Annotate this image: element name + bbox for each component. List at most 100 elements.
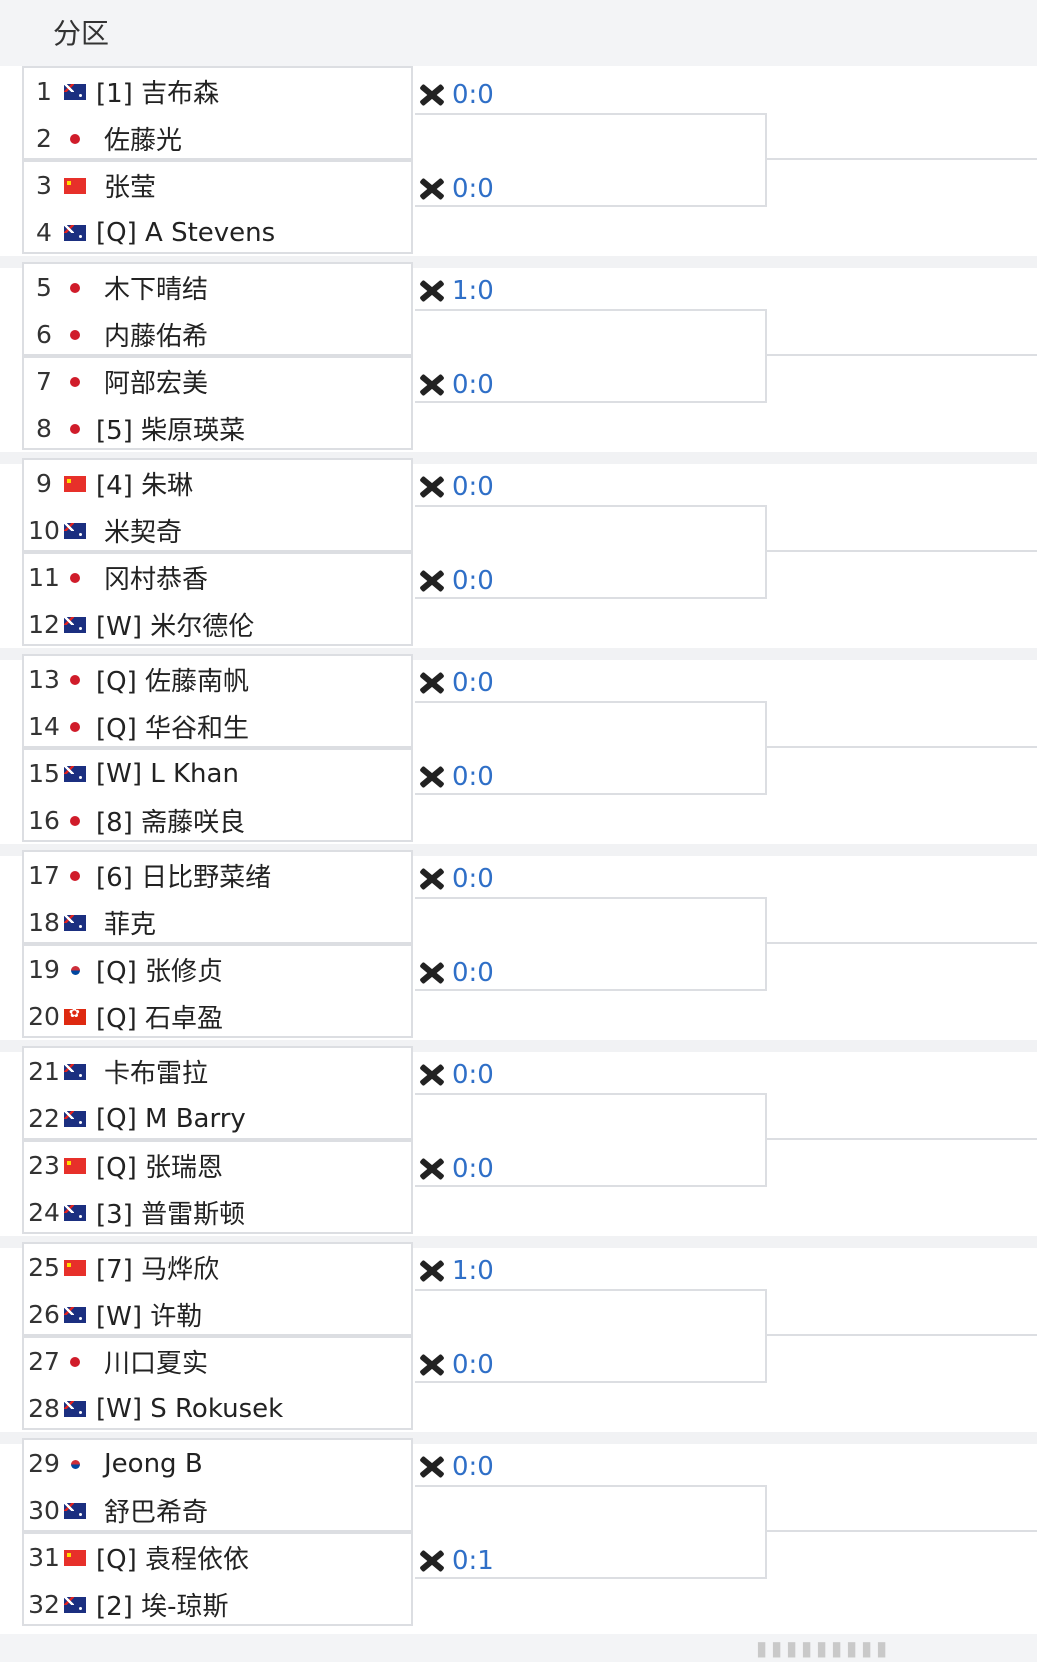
- player-name[interactable]: [6] 日比野菜绪: [96, 863, 272, 893]
- player-row[interactable]: 26[W] 许勒: [24, 1291, 411, 1338]
- player-row[interactable]: 24[3] 普雷斯顿: [24, 1189, 411, 1236]
- player-name[interactable]: [W] 许勒: [96, 1302, 203, 1332]
- player-row[interactable]: 32[2] 埃-琼斯: [24, 1581, 411, 1628]
- player-name[interactable]: [Q] M Barry: [96, 1103, 246, 1134]
- match-score[interactable]: 0:0: [416, 668, 494, 698]
- jp-flag-icon: [64, 812, 86, 829]
- score-text: 1:0: [452, 1256, 494, 1286]
- player-row[interactable]: 20[Q] 石卓盈: [24, 993, 411, 1040]
- match-score[interactable]: 0:0: [416, 1452, 494, 1482]
- match-score[interactable]: 0:0: [416, 80, 494, 110]
- player-name[interactable]: [Q] 佐藤南帆: [96, 667, 250, 697]
- au-flag-icon: [64, 522, 86, 539]
- player-name[interactable]: [7] 马烨欣: [96, 1255, 220, 1285]
- player-row[interactable]: 23[Q] 张瑞恩: [24, 1142, 411, 1189]
- player-row[interactable]: 15 [W] L Khan: [24, 750, 411, 797]
- player-row[interactable]: 4[Q] A Stevens: [24, 209, 411, 256]
- player-name[interactable]: [W] 米尔德伦: [96, 612, 255, 642]
- match-score[interactable]: 0:0: [416, 472, 494, 502]
- player-name[interactable]: [3] 普雷斯顿: [96, 1200, 246, 1230]
- player-name[interactable]: [W] L Khan: [96, 758, 239, 789]
- match-score[interactable]: 0:0: [416, 1154, 494, 1184]
- match-score[interactable]: 0:0: [416, 370, 494, 400]
- player-name[interactable]: 舒巴希奇: [104, 1498, 209, 1528]
- match-score[interactable]: 0:0: [416, 1350, 494, 1380]
- player-row[interactable]: 19[Q] 张修贞: [24, 946, 411, 993]
- match-score[interactable]: 0:0: [416, 864, 494, 894]
- player-row[interactable]: 1[1] 吉布森: [24, 68, 411, 115]
- player-row[interactable]: 16 [8] 斋藤咲良: [24, 797, 411, 844]
- jp-flag-icon: [64, 420, 86, 437]
- crossed-rackets-icon: [416, 277, 446, 305]
- match-score[interactable]: 0:0: [416, 1060, 494, 1090]
- player-name[interactable]: 内藤佑希: [104, 322, 209, 352]
- draw-position: 16: [28, 806, 60, 835]
- player-name[interactable]: [5] 柴原瑛菜: [96, 416, 246, 446]
- player-row[interactable]: 31[Q] 袁程依依: [24, 1534, 411, 1581]
- match-score[interactable]: 0:0: [416, 566, 494, 596]
- crossed-rackets-icon: [416, 81, 446, 109]
- player-name[interactable]: [2] 埃-琼斯: [96, 1592, 229, 1622]
- match-score[interactable]: 1:0: [416, 276, 494, 306]
- draw-position: 27: [28, 1347, 60, 1376]
- match-score[interactable]: 0:0: [416, 958, 494, 988]
- player-row[interactable]: 8[5] 柴原瑛菜: [24, 405, 411, 452]
- player-name[interactable]: 佐藤光: [104, 126, 183, 156]
- player-name[interactable]: [8] 斋藤咲良: [96, 808, 246, 838]
- draw-position: 17: [28, 861, 60, 890]
- au-flag-icon: [64, 765, 86, 782]
- player-row[interactable]: 9[4] 朱琳: [24, 460, 411, 507]
- player-name[interactable]: [Q] 张修贞: [96, 957, 224, 987]
- player-name[interactable]: 川口夏实: [104, 1349, 209, 1379]
- player-name[interactable]: 阿部宏美: [104, 369, 209, 399]
- player-name[interactable]: [Q] 张瑞恩: [96, 1153, 224, 1183]
- player-name[interactable]: Jeong B: [104, 1448, 203, 1479]
- player-row[interactable]: 13[Q] 佐藤南帆: [24, 656, 411, 703]
- player-row[interactable]: 17 [6] 日比野菜绪: [24, 852, 411, 899]
- player-name[interactable]: [1] 吉布森: [96, 79, 220, 109]
- match-score[interactable]: 0:1: [416, 1546, 494, 1576]
- match-score[interactable]: 0:0: [416, 174, 494, 204]
- player-name[interactable]: [Q] 华谷和生: [96, 714, 250, 744]
- player-name[interactable]: 张莹: [104, 173, 157, 203]
- bracket-connector: [415, 505, 767, 599]
- player-name[interactable]: 木下晴结: [104, 275, 209, 305]
- draw-position: 5: [36, 273, 52, 302]
- match-score[interactable]: 1:0: [416, 1256, 494, 1286]
- player-row[interactable]: 27 川口夏实: [24, 1338, 411, 1385]
- bracket-connector: [415, 1289, 767, 1383]
- player-name[interactable]: [Q] 袁程依依: [96, 1545, 250, 1575]
- player-name[interactable]: 米契奇: [104, 518, 183, 548]
- draw-position: 28: [28, 1394, 60, 1423]
- player-name[interactable]: [4] 朱琳: [96, 471, 194, 501]
- match-score[interactable]: 0:0: [416, 762, 494, 792]
- player-row[interactable]: 5 木下晴结: [24, 264, 411, 311]
- player-row[interactable]: 22[Q] M Barry: [24, 1095, 411, 1142]
- player-row[interactable]: 25[7] 马烨欣: [24, 1244, 411, 1291]
- jp-flag-icon: [64, 671, 86, 688]
- player-row[interactable]: 12[W] 米尔德伦: [24, 601, 411, 648]
- player-name[interactable]: 卡布雷拉: [104, 1059, 209, 1089]
- player-name[interactable]: [Q] A Stevens: [96, 217, 276, 248]
- player-name[interactable]: 冈村恭香: [104, 565, 209, 595]
- player-name[interactable]: [Q] 石卓盈: [96, 1004, 224, 1034]
- player-name[interactable]: [W] S Rokusek: [96, 1393, 284, 1424]
- draw-position: 15: [28, 759, 60, 788]
- player-row[interactable]: 28 [W] S Rokusek: [24, 1385, 411, 1432]
- player-name[interactable]: 菲克: [104, 910, 157, 940]
- player-row[interactable]: 14[Q] 华谷和生: [24, 703, 411, 750]
